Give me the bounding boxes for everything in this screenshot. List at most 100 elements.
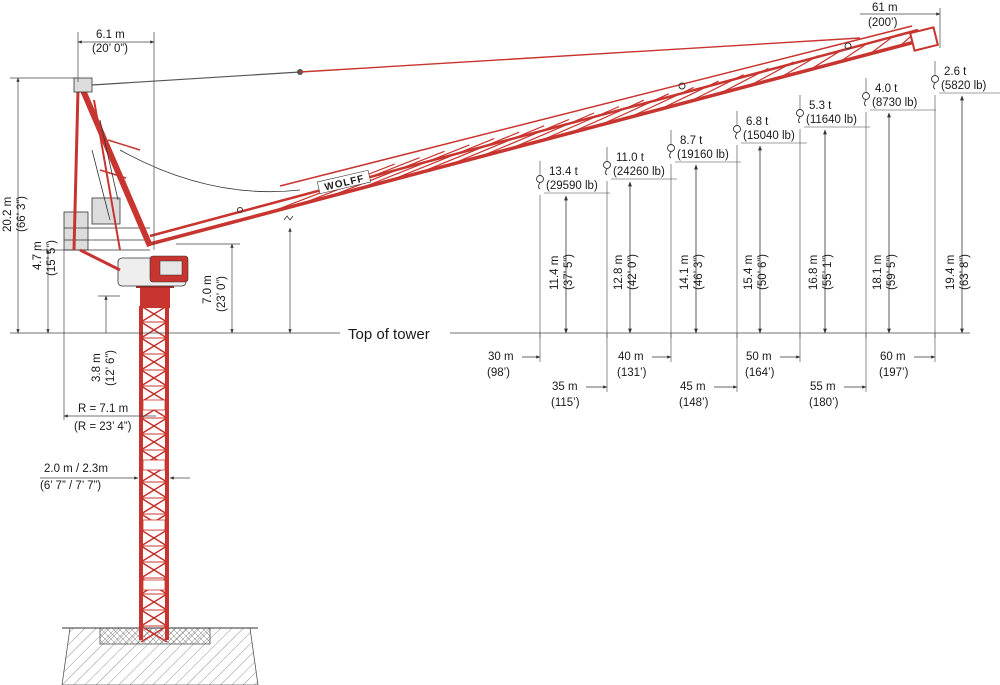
radius-label-4: 45 m (148’) <box>679 333 738 409</box>
load-tonnes: 11.0 t <box>616 152 645 164</box>
load-tonnes: 6.8 t <box>746 116 769 128</box>
hook-height-m: 15.4 m <box>743 255 755 290</box>
hook-tip <box>933 82 936 90</box>
top-of-tower-label: Top of tower <box>348 326 430 343</box>
top-of-tower-line: Top of tower <box>10 326 970 343</box>
height-pivot-m: 7.0 m <box>202 275 214 304</box>
height-total-m: 20.2 m <box>2 197 14 232</box>
load-tonnes: 5.3 t <box>809 100 832 112</box>
hook-tip <box>864 99 867 107</box>
jib-length-m: 61 m <box>872 2 898 14</box>
counter-jib-m: 6.1 m <box>96 29 125 41</box>
hook-height-ft: (50’ 6”) <box>757 254 769 290</box>
radius-label-3: 40 m (131’) <box>617 333 672 379</box>
load-point-2: 11.0 t (24260 lb) 12.8 m(42’ 0”) <box>603 147 677 338</box>
radius-m: 35 m <box>552 381 578 393</box>
radius-m: 45 m <box>680 381 706 393</box>
hook-tip <box>735 132 738 140</box>
hook-icon <box>667 144 675 152</box>
foundation <box>61 627 259 685</box>
hook-height-m: 18.1 m <box>872 255 884 290</box>
load-point-1: 13.4 t (29590 lb) 11.4 m(37’ 5”) <box>536 161 610 338</box>
hook-tip <box>538 182 541 190</box>
hook-height-ft: (37’ 5”) <box>563 254 575 290</box>
height-cab-m: 4.7 m <box>32 241 44 270</box>
load-point-7: 2.6 t (5820 lb) 19.4 m(63’ 8”) <box>931 61 1000 338</box>
radius-ft: (R = 23’ 4”) <box>74 421 132 433</box>
radius-ft: (148’) <box>679 397 709 409</box>
radius-ft: (115’) <box>551 397 580 409</box>
radius-label-5: 50 m (164’) <box>745 333 801 379</box>
hook-height-m: 16.8 m <box>808 255 820 290</box>
hook-height-ft: (46’ 3”) <box>693 254 705 290</box>
load-pounds: (19160 lb) <box>677 149 729 161</box>
load-point-4: 6.8 t (15040 lb) 15.4 m(50’ 6”) <box>733 111 807 338</box>
hook-icon <box>862 92 870 100</box>
hook-tip <box>669 151 672 159</box>
radius-label-6: 55 m (180’) <box>809 333 867 409</box>
hook-icon <box>931 75 939 83</box>
hook-height-m: 12.8 m <box>613 255 625 290</box>
load-point-5: 5.3 t (11640 lb) 16.8 m(55’ 1”) <box>796 95 870 338</box>
load-pounds: (24260 lb) <box>613 166 665 178</box>
hook-icon <box>733 125 741 133</box>
hook-height-ft: (55’ 1”) <box>822 254 834 290</box>
load-point-6: 4.0 t (8730 lb) 18.1 m(59’ 5”) <box>862 78 936 338</box>
radius-label-1: 30 m (98’) <box>487 333 541 379</box>
hook-tip <box>605 168 608 176</box>
counter-jib-ft: (20’ 0”) <box>92 43 128 55</box>
load-chart: 13.4 t (29590 lb) 11.4 m(37’ 5”) 11.0 t (242… <box>487 61 1000 409</box>
below-top-m: 3.8 m <box>91 353 103 382</box>
hook-height-ft: (59’ 5”) <box>886 254 898 290</box>
radius-label-2: 35 m (115’) <box>551 333 608 409</box>
tail-radius-dimension: R = 7.1 m (R = 23’ 4”) <box>63 250 156 433</box>
radius-m: 55 m <box>810 381 836 393</box>
luffing-jib <box>149 25 940 246</box>
load-pounds: (5820 lb) <box>941 80 987 92</box>
load-tonnes: 13.4 t <box>549 166 579 178</box>
load-pounds: (29590 lb) <box>546 180 598 192</box>
load-tonnes: 4.0 t <box>875 83 898 95</box>
radius-m: 40 m <box>618 351 644 363</box>
height-total-ft: (66’ 3”) <box>16 196 28 232</box>
radius-m: R = 7.1 m <box>78 403 128 415</box>
radius-m: 60 m <box>880 351 906 363</box>
height-cab-ft: (15’ 5”) <box>46 240 58 276</box>
load-pounds: (8730 lb) <box>872 97 918 109</box>
a-frame <box>72 37 861 251</box>
load-point-3: 8.7 t (19160 lb) 14.1 m(46’ 3”) <box>667 130 741 338</box>
jib-length-dimension: 61 m (200’) <box>860 2 941 48</box>
counter-jib-dimension: 6.1 m (20’ 0”) <box>77 29 155 250</box>
below-top-ft: (12’ 6”) <box>105 350 117 386</box>
height-pivot-ft: (23’ 0”) <box>216 276 228 312</box>
hook-icon <box>796 109 804 117</box>
hook-height-ft: (42’ 0”) <box>627 254 639 290</box>
radius-m: 30 m <box>488 351 514 363</box>
radius-ft: (131’) <box>617 367 647 379</box>
radius-ft: (164’) <box>745 367 775 379</box>
load-tonnes: 2.6 t <box>944 66 967 78</box>
tower-width-m: 2.0 m / 2.3m <box>44 463 108 475</box>
hook-height-m: 11.4 m <box>549 256 561 290</box>
hook-height-m: 14.1 m <box>679 255 691 290</box>
radius-ft: (98’) <box>487 367 510 379</box>
jib-length-ft: (200’) <box>868 17 898 29</box>
load-pounds: (15040 lb) <box>743 130 795 142</box>
radius-ft: (180’) <box>809 397 839 409</box>
hook-icon <box>536 175 544 183</box>
height-dimensions-left: 20.2 m (66’ 3”) 4.7 m (15’ 5”) 7.0 m (23… <box>2 77 294 386</box>
radius-label-7: 60 m (197’) <box>879 333 936 379</box>
slewing-unit <box>63 197 189 308</box>
load-tonnes: 8.7 t <box>680 135 703 147</box>
tower-width-dimension: 2.0 m / 2.3m (6’ 7” / 7’ 7”) <box>40 463 190 492</box>
hook-tip <box>798 116 801 124</box>
radius-m: 50 m <box>746 351 772 363</box>
hook-height-ft: (63’ 8”) <box>959 254 971 290</box>
hook-height-m: 19.4 m <box>945 255 957 290</box>
load-pounds: (11640 lb) <box>806 114 857 126</box>
tower-mast <box>139 305 169 643</box>
hook-icon <box>603 161 611 169</box>
tower-width-ft: (6’ 7” / 7’ 7”) <box>40 480 101 492</box>
radius-ft: (197’) <box>879 367 909 379</box>
